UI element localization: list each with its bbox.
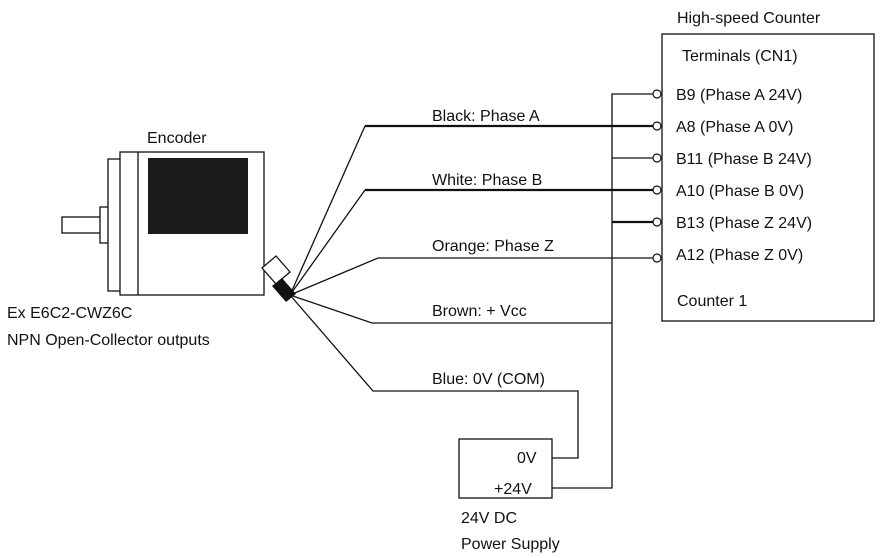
encoder-icon	[61, 151, 296, 302]
power-supply-box	[458, 438, 553, 499]
power-supply-label-2: Power Supply	[461, 536, 560, 553]
terminal-a12	[652, 253, 662, 263]
counter-box	[661, 33, 875, 322]
wire-orange-phase-z	[289, 257, 654, 296]
wire-label-orange: Orange: Phase Z	[432, 238, 554, 255]
counter-title: High-speed Counter	[677, 10, 821, 27]
wire-black-phase-a	[289, 125, 366, 296]
terminal-label-b11: B11 (Phase B 24V)	[676, 151, 812, 168]
terminal-label-a8: A8 (Phase A 0V)	[676, 119, 793, 136]
terminal-label-a12: A12 (Phase Z 0V)	[676, 247, 803, 264]
wire-label-brown: Brown: + Vcc	[432, 303, 527, 320]
power-supply-label-1: 24V DC	[461, 510, 517, 527]
terminal-b11	[652, 153, 662, 163]
wire-blue-com	[289, 294, 579, 459]
power-supply-0v: 0V	[517, 450, 537, 467]
terminal-b13	[652, 217, 662, 227]
counter-footer: Counter 1	[677, 293, 747, 310]
terminal-b9	[652, 89, 662, 99]
wire-label-black: Black: Phase A	[432, 108, 540, 125]
power-supply-24v: +24V	[494, 481, 532, 498]
wire-brown-vcc	[289, 294, 612, 324]
terminal-a10	[652, 185, 662, 195]
encoder-model: Ex E6C2-CWZ6C	[7, 305, 132, 322]
terminal-label-b13: B13 (Phase Z 24V)	[676, 215, 812, 232]
bus-24v	[552, 93, 654, 489]
counter-header: Terminals (CN1)	[682, 48, 798, 65]
wire-label-blue: Blue: 0V (COM)	[432, 371, 545, 388]
wire-label-white: White: Phase B	[432, 172, 542, 189]
wire-white-phase-b	[289, 189, 366, 296]
terminal-a8	[652, 121, 662, 131]
encoder-output-type: NPN Open-Collector outputs	[7, 332, 210, 349]
terminal-label-a10: A10 (Phase B 0V)	[676, 183, 804, 200]
terminal-label-b9: B9 (Phase A 24V)	[676, 87, 802, 104]
encoder-title: Encoder	[147, 130, 207, 147]
